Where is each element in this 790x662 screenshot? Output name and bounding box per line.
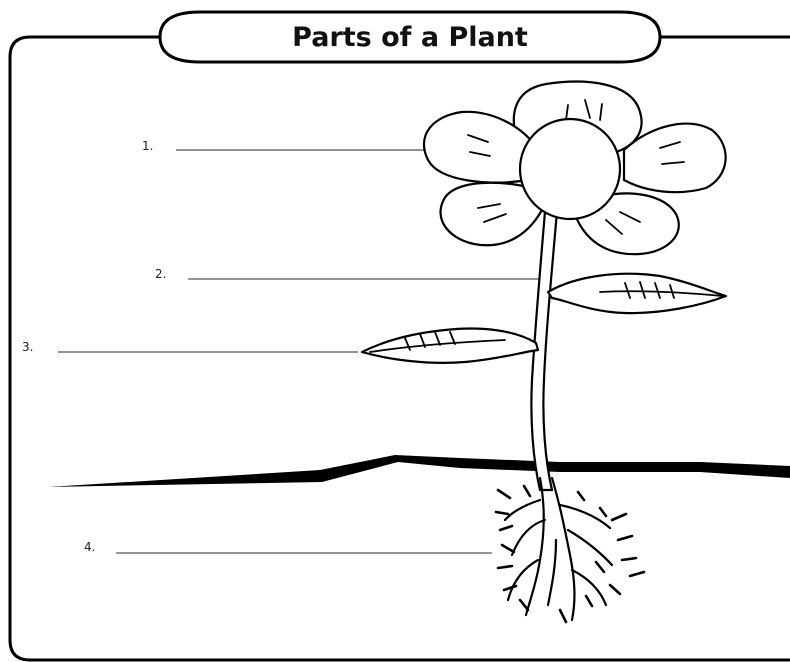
ground-line [48,455,790,487]
flower-center [520,119,620,219]
label-3: 3. [22,340,358,354]
label-3-number: 3. [22,340,33,354]
title-banner: Parts of a Plant [160,12,660,62]
leaf-right [548,274,726,313]
leaf-left [362,329,538,363]
label-1: 1. [142,139,425,153]
label-4: 4. [84,540,492,554]
label-2-number: 2. [155,267,166,281]
page-title: Parts of a Plant [292,22,528,53]
label-2: 2. [155,267,540,281]
label-4-number: 4. [84,540,95,554]
roots [496,478,644,622]
label-1-number: 1. [142,139,153,153]
flower [424,82,726,255]
